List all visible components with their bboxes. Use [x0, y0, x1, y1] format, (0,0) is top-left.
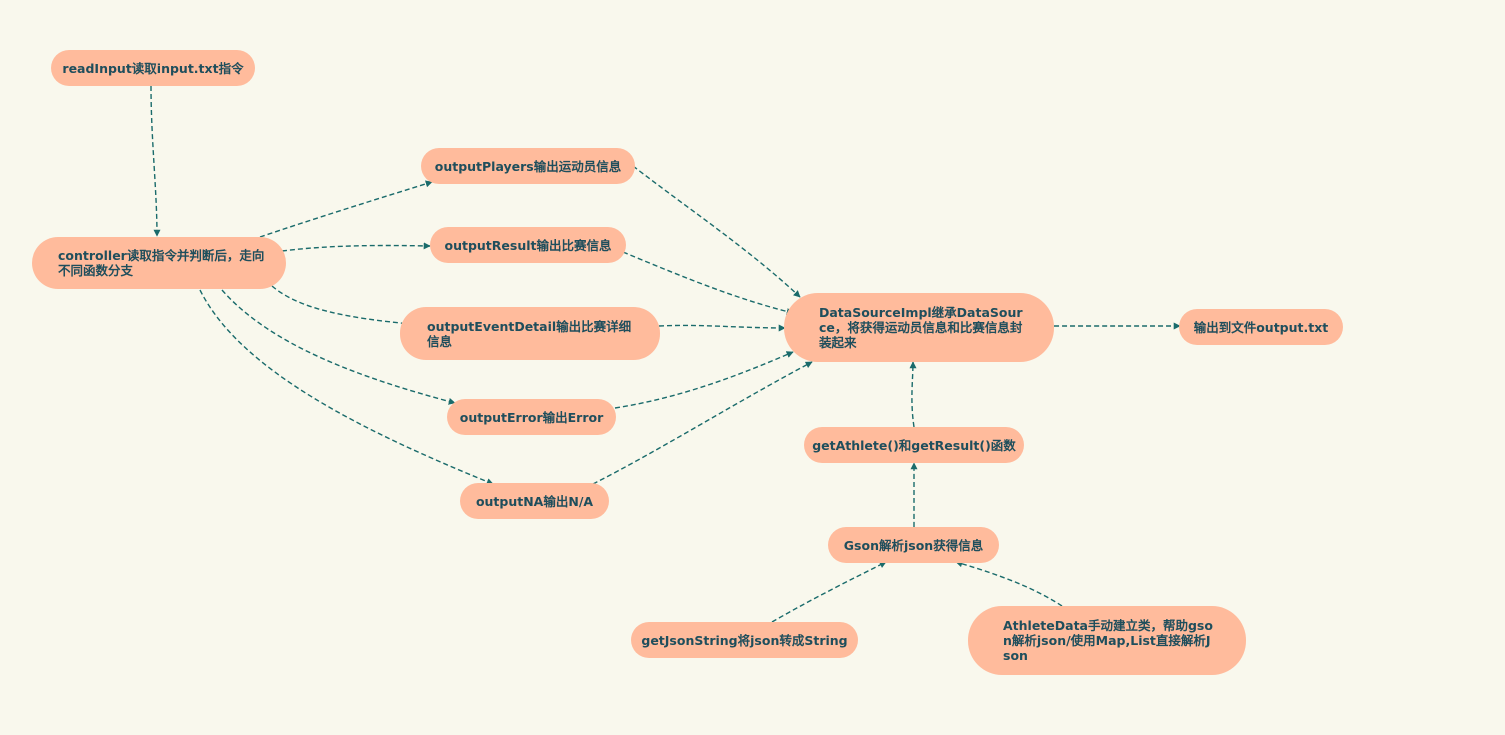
edge-output-error-to-datasource: [614, 351, 794, 409]
node-readinput[interactable]: readInput读取input.txt指令: [51, 50, 255, 86]
node-gson-parse[interactable]: Gson解析json获得信息: [828, 527, 999, 563]
node-datasource-impl[interactable]: DataSourceImpl继承DataSource，将获得运动员信息和比赛信息…: [784, 293, 1054, 362]
node-output-result-label: outputResult输出比赛信息: [444, 237, 612, 253]
node-output-result[interactable]: outputResult输出比赛信息: [430, 227, 626, 263]
node-output-file[interactable]: 输出到文件output.txt: [1179, 309, 1343, 345]
edge-controller-to-output-players: [259, 180, 433, 238]
node-output-event-detail[interactable]: outputEventDetail输出比赛详细信息: [400, 307, 660, 360]
edge-athlete-data-to-gson: [955, 560, 1063, 607]
node-controller[interactable]: controller读取指令并判断后，走向不同函数分支: [32, 237, 286, 289]
edge-controller-to-output-result: [281, 242, 431, 252]
node-output-error-label: outputError输出Error: [459, 409, 604, 425]
node-output-file-label: 输出到文件output.txt: [1193, 319, 1329, 335]
edge-controller-to-output-na: [199, 289, 494, 485]
node-athlete-data[interactable]: AthleteData手动建立类，帮助gson解析json/使用Map,List…: [968, 606, 1246, 675]
node-output-players[interactable]: outputPlayers输出运动员信息: [421, 148, 635, 184]
edge-controller-to-output-event-detail: [271, 285, 411, 327]
node-output-na[interactable]: outputNA输出N/A: [460, 483, 609, 519]
node-output-error[interactable]: outputError输出Error: [447, 399, 616, 435]
edge-output-players-to-datasource: [632, 165, 801, 298]
node-get-json-string-label: getJsonString将json转成String: [641, 632, 848, 648]
node-get-athlete-result[interactable]: getAthlete()和getResult()函数: [804, 427, 1024, 463]
edge-output-result-to-datasource: [622, 251, 794, 315]
edge-get-athlete-to-datasource: [909, 361, 917, 428]
node-output-event-detail-label: outputEventDetail输出比赛详细信息: [427, 318, 632, 349]
node-datasource-impl-label: DataSourceImpl继承DataSource，将获得运动员信息和比赛信息…: [819, 305, 1023, 350]
node-get-json-string[interactable]: getJsonString将json转成String: [631, 622, 858, 658]
node-get-athlete-result-label: getAthlete()和getResult()函数: [812, 437, 1016, 453]
node-output-na-label: outputNA输出N/A: [475, 493, 594, 509]
edge-output-event-detail-to-datasource: [658, 324, 786, 332]
node-athlete-data-label: AthleteData手动建立类，帮助gson解析json/使用Map,List…: [1003, 618, 1213, 663]
node-controller-label: controller读取指令并判断后，走向不同函数分支: [58, 248, 265, 278]
node-gson-parse-label: Gson解析json获得信息: [843, 537, 984, 553]
edge-controller-to-output-error: [221, 289, 456, 405]
edge-readinput-to-controller: [150, 85, 161, 237]
node-readinput-label: readInput读取input.txt指令: [62, 60, 244, 76]
node-output-players-label: outputPlayers输出运动员信息: [434, 158, 622, 174]
edge-get-json-string-to-gson: [771, 561, 887, 623]
edge-output-na-to-datasource: [592, 361, 813, 485]
